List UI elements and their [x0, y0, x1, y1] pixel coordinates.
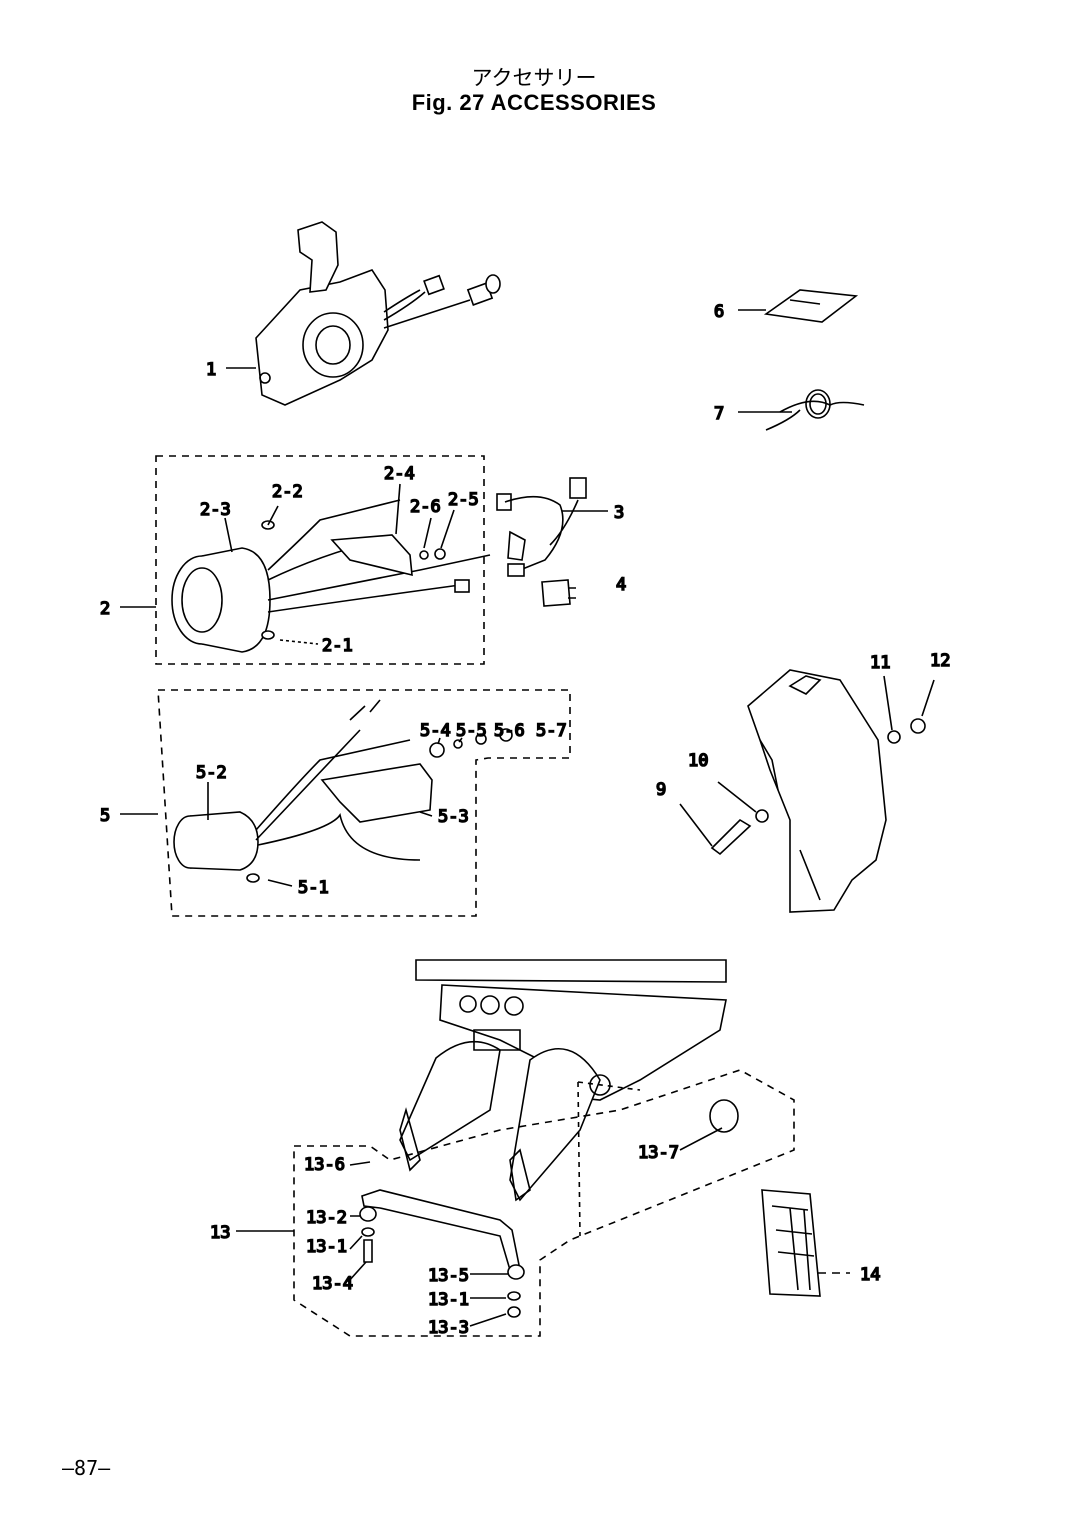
callout-1: 1 [206, 360, 216, 380]
leader-lines-2 [224, 483, 455, 553]
fuse-holder-4 [541, 579, 576, 607]
callout-5-2: 5-2 [196, 763, 227, 783]
callout-13-6: 13-6 [304, 1155, 345, 1175]
callout-5-6: 5-6 [494, 721, 525, 741]
callout-13: 13 [210, 1223, 230, 1243]
callout-5-3: 5-3 [438, 807, 469, 827]
leader-line [419, 811, 433, 817]
callout-3: 3 [614, 503, 624, 523]
callout-13-1: 13-1 [428, 1290, 469, 1310]
callout-2: 2 [100, 599, 110, 619]
callout-2-3: 2-3 [200, 500, 231, 520]
callout-2-5: 2-5 [448, 490, 479, 510]
callout-5-7: 5-7 [536, 721, 567, 741]
remote-control-box [255, 221, 501, 406]
callout-12: 12 [930, 651, 950, 671]
callout-10: 10 [688, 751, 708, 771]
callout-13-4: 13-4 [312, 1274, 353, 1294]
group-boundary-13 [293, 1069, 795, 1337]
wire-harness-3 [496, 477, 587, 577]
leader-lines-13 [236, 1127, 723, 1327]
engine-lower-section [399, 959, 739, 1202]
callout-4: 4 [616, 575, 626, 595]
callout-13-5: 13-5 [428, 1266, 469, 1286]
figure-title-japanese: アクセサリー [471, 66, 597, 90]
caution-label-14 [761, 1189, 821, 1297]
leader-lines-5 [207, 737, 463, 887]
callout-2-1: 2-1 [322, 636, 353, 656]
callout-5-1: 5-1 [298, 878, 329, 898]
callout-2-4: 2-4 [384, 464, 415, 484]
figure-title: Fig. 27 ACCESSORIES [411, 90, 657, 115]
callout-11: 11 [870, 653, 890, 673]
group-boundary-2 [155, 455, 485, 665]
callout-13-2: 13-2 [306, 1208, 347, 1228]
callout-13-1: 13-1 [306, 1237, 347, 1257]
callout-13-7: 13-7 [638, 1143, 679, 1163]
callout-2-6: 2-6 [410, 497, 441, 517]
callout-5-5: 5-5 [456, 721, 487, 741]
callout-5-4: 5-4 [420, 721, 451, 741]
page-number: —87— [62, 1456, 111, 1480]
callout-7: 7 [714, 404, 724, 424]
meter-assembly-2 [171, 499, 491, 653]
callout-13-3: 13-3 [428, 1318, 469, 1338]
callout-2-2: 2-2 [272, 482, 303, 502]
meter-assembly-5 [173, 699, 513, 883]
callout-14: 14 [860, 1265, 880, 1285]
wire-7 [765, 389, 865, 431]
bracket-assembly [710, 669, 926, 913]
leader-lines-bracket [679, 675, 935, 847]
callout-9: 9 [656, 780, 666, 800]
alignment-lines-13 [577, 1081, 641, 1237]
leader-line [279, 639, 319, 645]
cover-6 [763, 289, 859, 323]
callout-6: 6 [714, 302, 724, 322]
steering-handle-13 [359, 1189, 525, 1318]
callout-5: 5 [100, 806, 110, 826]
